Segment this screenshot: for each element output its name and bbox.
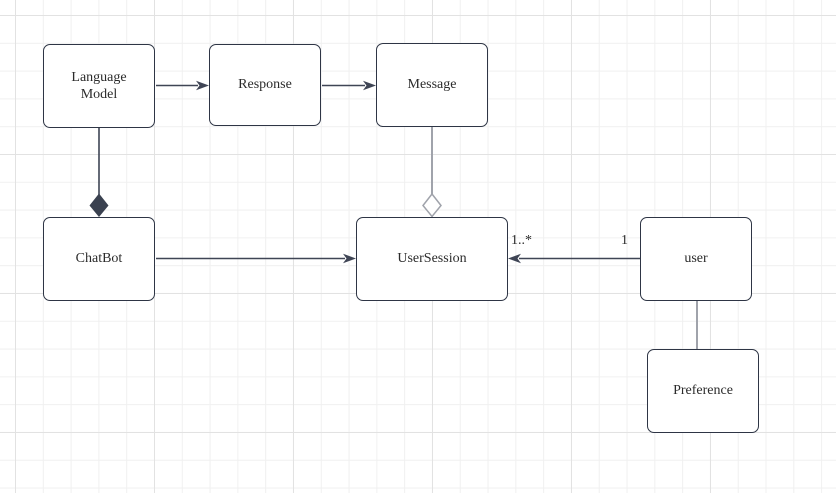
node-response-label: Response <box>238 77 292 93</box>
node-chatbot[interactable]: ChatBot <box>43 217 155 301</box>
node-response[interactable]: Response <box>209 44 321 126</box>
composition-diamond-icon <box>89 193 109 217</box>
edge-chatbot-usersession[interactable] <box>156 253 356 264</box>
node-language-model[interactable]: Language Model <box>43 44 155 128</box>
edge-user-usersession[interactable] <box>508 253 640 264</box>
node-chatbot-label: ChatBot <box>75 251 123 267</box>
arrowhead-right-icon <box>196 80 209 91</box>
node-language-model-label: Language Model <box>71 69 127 103</box>
node-usersession[interactable]: UserSession <box>356 217 508 301</box>
node-user[interactable]: user <box>640 217 752 301</box>
arrowhead-left-icon <box>508 253 521 264</box>
arrowhead-right-icon <box>343 253 356 264</box>
edge-response-message[interactable] <box>322 80 376 91</box>
node-preference-label: Preference <box>673 383 733 399</box>
node-message-label: Message <box>407 77 457 93</box>
edge-languagemodel-chatbot[interactable] <box>89 128 109 217</box>
node-message[interactable]: Message <box>376 43 488 127</box>
arrowhead-right-icon <box>363 80 376 91</box>
node-usersession-label: UserSession <box>397 251 467 267</box>
edge-message-usersession[interactable] <box>422 127 442 218</box>
aggregation-diamond-icon <box>422 192 442 218</box>
multiplicity-label-user-end: 1 <box>621 233 628 248</box>
node-user-label: user <box>684 251 708 267</box>
node-preference[interactable]: Preference <box>647 349 759 433</box>
multiplicity-label-usersession-end: 1..* <box>511 233 532 248</box>
edge-languagemodel-response[interactable] <box>156 80 209 91</box>
